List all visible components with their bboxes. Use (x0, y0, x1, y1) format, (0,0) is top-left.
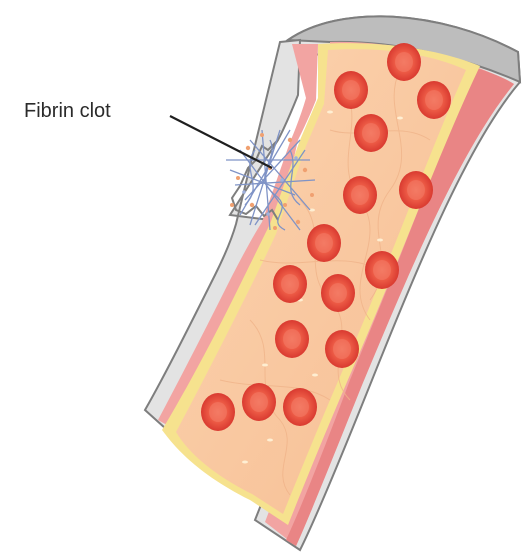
red-blood-cell (354, 114, 388, 152)
red-blood-cell (365, 251, 399, 289)
red-blood-cell (325, 330, 359, 368)
red-blood-cell (387, 43, 421, 81)
red-blood-cell (334, 71, 368, 109)
red-blood-cell (275, 320, 309, 358)
red-blood-cell (283, 388, 317, 426)
red-blood-cell (273, 265, 307, 303)
red-blood-cell (343, 176, 377, 214)
fibrin-clot-label: Fibrin clot (24, 100, 111, 123)
red-blood-cell (417, 81, 451, 119)
red-blood-cell (399, 171, 433, 209)
red-blood-cell (201, 393, 235, 431)
red-blood-cell (321, 274, 355, 312)
red-blood-cell (307, 224, 341, 262)
red-blood-cell (242, 383, 276, 421)
